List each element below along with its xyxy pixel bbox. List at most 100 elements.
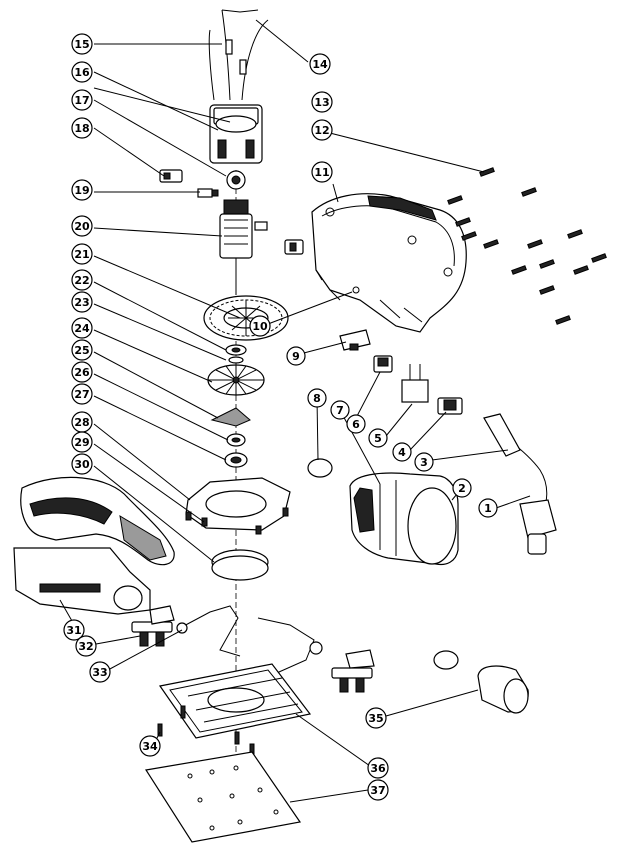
callout-25: 25 (71, 339, 93, 361)
callout-16: 16 (71, 61, 93, 83)
base-platen (158, 663, 312, 739)
carbon-brush (197, 188, 219, 198)
svg-text:35: 35 (368, 712, 383, 725)
callout-10: 10 (249, 315, 271, 337)
callout-14: 14 (309, 53, 331, 75)
svg-text:7: 7 (336, 404, 344, 417)
callout-18: 18 (71, 117, 93, 139)
callout-30: 30 (71, 453, 93, 475)
svg-text:5: 5 (374, 432, 382, 445)
callout-23: 23 (71, 291, 93, 313)
svg-text:29: 29 (74, 436, 89, 449)
callout-3: 3 (414, 452, 434, 472)
svg-text:36: 36 (370, 762, 386, 775)
svg-text:33: 33 (92, 666, 107, 679)
svg-text:25: 25 (74, 344, 89, 357)
callout-32: 32 (75, 635, 97, 657)
svg-text:28: 28 (74, 416, 89, 429)
callout-35: 35 (365, 707, 387, 729)
sealing-ring (211, 549, 269, 581)
callout-28: 28 (71, 411, 93, 433)
bearing-lower (224, 433, 248, 468)
svg-text:9: 9 (292, 350, 300, 363)
bearing-upper (225, 344, 247, 364)
svg-text:2: 2 (458, 482, 466, 495)
svg-text:34: 34 (142, 740, 158, 753)
callout-33: 33 (89, 661, 111, 683)
callout-36: 36 (367, 757, 389, 779)
svg-text:16: 16 (74, 66, 90, 79)
paper-clamp-left (131, 605, 175, 647)
svg-text:26: 26 (74, 366, 90, 379)
callout-5: 5 (368, 428, 388, 448)
callout-29: 29 (71, 431, 93, 453)
callout-1: 1 (478, 498, 498, 518)
svg-text:6: 6 (352, 418, 360, 431)
svg-text:23: 23 (74, 296, 89, 309)
callout-15: 15 (71, 33, 93, 55)
bearing-plate (185, 477, 291, 535)
callout-2: 2 (452, 478, 472, 498)
cooling-fan (203, 295, 289, 341)
svg-text:30: 30 (74, 458, 90, 471)
svg-text:12: 12 (314, 124, 329, 137)
svg-text:27: 27 (74, 388, 89, 401)
svg-text:22: 22 (74, 274, 89, 287)
svg-text:32: 32 (78, 640, 93, 653)
callout-27: 27 (71, 383, 93, 405)
callout-34: 34 (139, 735, 161, 757)
clamp-spring (176, 605, 323, 677)
svg-text:37: 37 (370, 784, 385, 797)
svg-text:21: 21 (74, 248, 89, 261)
cable-clamp (339, 329, 371, 351)
housing-screws (447, 167, 607, 325)
capacitor (401, 364, 429, 403)
callout-4: 4 (392, 442, 412, 462)
svg-text:18: 18 (74, 122, 89, 135)
base-screws (157, 705, 255, 757)
svg-text:19: 19 (74, 184, 89, 197)
callout-6: 6 (346, 414, 366, 434)
callout-7: 7 (330, 400, 350, 420)
dust-adapter (433, 650, 529, 714)
impeller (207, 364, 265, 396)
svg-text:17: 17 (74, 94, 89, 107)
callout-21: 21 (71, 243, 93, 265)
power-cord (483, 413, 557, 555)
callout-13: 13 (311, 91, 333, 113)
svg-text:14: 14 (312, 58, 328, 71)
svg-text:3: 3 (420, 456, 428, 469)
svg-text:1: 1 (484, 502, 492, 515)
svg-text:31: 31 (66, 624, 81, 637)
callout-20: 20 (71, 215, 93, 237)
sanding-sheet (145, 751, 302, 843)
svg-text:13: 13 (314, 96, 329, 109)
svg-text:15: 15 (74, 38, 89, 51)
armature (219, 199, 304, 295)
svg-text:8: 8 (313, 392, 321, 405)
leader-lines (59, 19, 531, 803)
switch (373, 355, 393, 373)
callout-22: 22 (71, 269, 93, 291)
svg-text:24: 24 (74, 322, 90, 335)
callout-19: 19 (71, 179, 93, 201)
svg-text:20: 20 (74, 220, 90, 233)
callout-11: 11 (311, 161, 333, 183)
svg-text:4: 4 (398, 446, 406, 459)
callout-24: 24 (71, 317, 93, 339)
callout-31: 31 (63, 619, 85, 641)
callout-17: 17 (71, 89, 93, 111)
dust-box (349, 472, 459, 566)
callout-26: 26 (71, 361, 93, 383)
o-ring (307, 458, 333, 478)
counterweight (210, 407, 251, 427)
callout-9: 9 (286, 346, 306, 366)
stator-assembly (208, 9, 269, 190)
brush-holder-left (159, 169, 183, 183)
paper-clamp-right (331, 649, 375, 693)
svg-text:11: 11 (314, 166, 329, 179)
callout-37: 37 (367, 779, 389, 801)
terminal-block (437, 397, 463, 415)
